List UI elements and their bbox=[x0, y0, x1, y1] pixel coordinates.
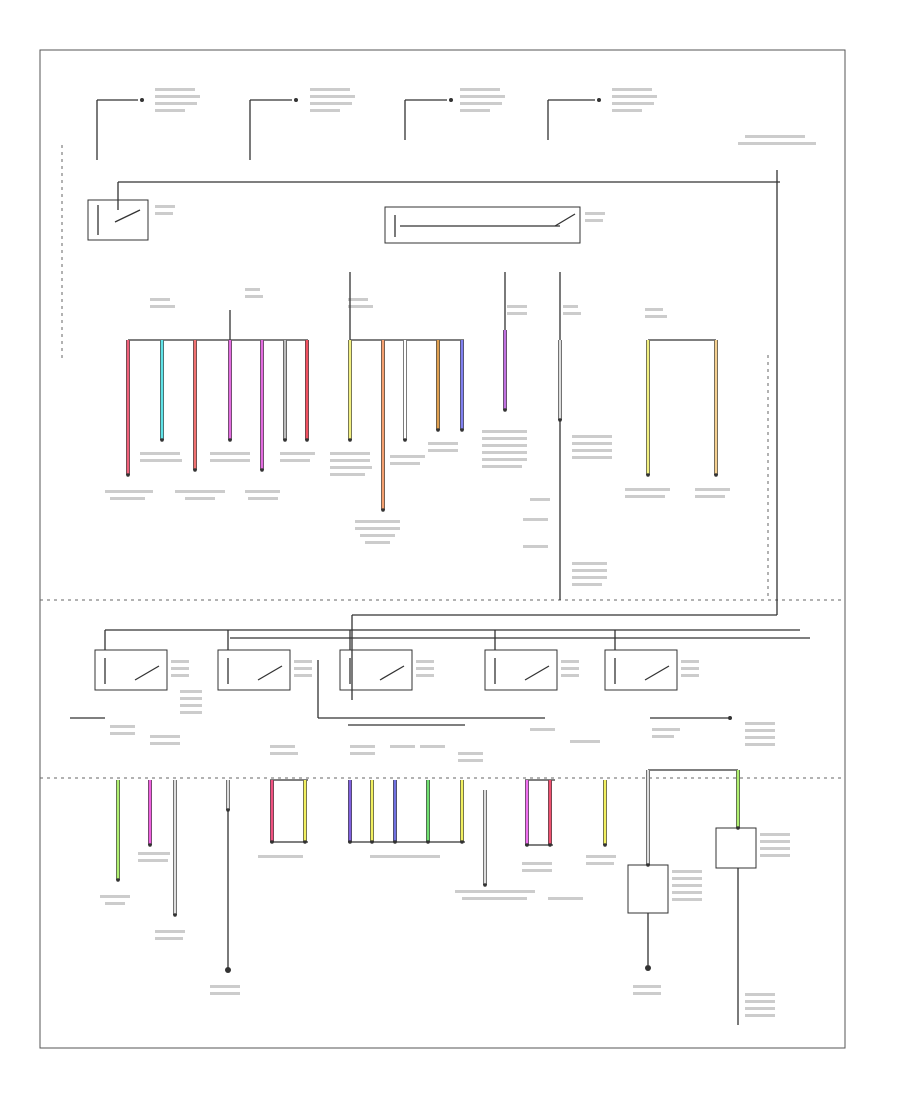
upper-wire-14-terminal bbox=[558, 418, 562, 422]
module-box-right bbox=[715, 827, 757, 869]
diagram-frame bbox=[39, 49, 846, 1049]
relay-label bbox=[681, 674, 699, 677]
upper-wire-7-terminal bbox=[305, 438, 309, 442]
relay-label bbox=[294, 667, 312, 670]
ground-left bbox=[225, 967, 231, 973]
upper-wire-group bbox=[126, 330, 718, 512]
lower-wire-12-terminal bbox=[483, 883, 487, 887]
lower-wire-2-terminal bbox=[148, 843, 152, 847]
relay-outline bbox=[94, 649, 168, 691]
relay-label bbox=[171, 667, 189, 670]
lower-wire-group bbox=[116, 770, 740, 917]
relay-label bbox=[416, 660, 434, 663]
top-switch-1 bbox=[96, 88, 200, 160]
relay-switch-contact bbox=[379, 665, 405, 681]
lower-relay-3 bbox=[339, 630, 434, 691]
upper-wire-4-terminal bbox=[228, 438, 232, 442]
upper-wire-8-terminal bbox=[348, 438, 352, 442]
upper-wire-16-terminal bbox=[714, 473, 718, 477]
lower-relay-group bbox=[94, 630, 699, 691]
ground-center bbox=[645, 965, 651, 971]
lower-relay-5 bbox=[604, 630, 699, 691]
relay-outline bbox=[339, 649, 413, 691]
relay-label bbox=[681, 660, 699, 663]
lower-relay-1 bbox=[94, 630, 189, 691]
relay-label bbox=[561, 674, 579, 677]
lower-relay-4 bbox=[484, 630, 579, 691]
upper-load-labels bbox=[105, 430, 730, 586]
lower-load-labels bbox=[100, 690, 790, 1017]
upper-wire-11-terminal bbox=[436, 428, 440, 432]
relay-middle-upper bbox=[384, 206, 605, 244]
relay-label bbox=[171, 674, 189, 677]
top-switch-3 bbox=[404, 88, 505, 140]
lower-wire-1-terminal bbox=[116, 878, 120, 882]
module-box-left bbox=[627, 864, 669, 914]
upper-wire-12-terminal bbox=[460, 428, 464, 432]
relay-label bbox=[416, 667, 434, 670]
relay-label bbox=[561, 667, 579, 670]
relay-outline bbox=[604, 649, 678, 691]
upper-wire-13-terminal bbox=[503, 408, 507, 412]
upper-wire-2-terminal bbox=[160, 438, 164, 442]
upper-wire-10-terminal bbox=[403, 438, 407, 442]
lower-wire-3-terminal bbox=[173, 913, 177, 917]
relay-switch-contact bbox=[524, 665, 550, 681]
relay-switch-contact bbox=[644, 665, 670, 681]
relay-outline bbox=[217, 649, 291, 691]
relay-label bbox=[294, 660, 312, 663]
relay-label bbox=[171, 660, 189, 663]
lower-relay-2 bbox=[217, 630, 312, 691]
relay-outline bbox=[484, 649, 558, 691]
upper-wire-1-terminal bbox=[126, 473, 130, 477]
relay-left-upper bbox=[87, 199, 175, 241]
lower-switch-contact bbox=[728, 716, 732, 720]
relay-label bbox=[294, 674, 312, 677]
upper-wire-9-terminal bbox=[381, 508, 385, 512]
upper-fuse-labels bbox=[150, 288, 667, 318]
relay-label bbox=[681, 667, 699, 670]
relay-label bbox=[416, 674, 434, 677]
upper-wire-3-terminal bbox=[193, 468, 197, 472]
upper-wire-5-terminal bbox=[260, 468, 264, 472]
relay-switch-contact bbox=[257, 665, 283, 681]
relay-label bbox=[561, 660, 579, 663]
upper-wire-6-terminal bbox=[283, 438, 287, 442]
top-right-label bbox=[738, 135, 816, 145]
upper-wire-15-terminal bbox=[646, 473, 650, 477]
top-switch-4 bbox=[547, 88, 657, 140]
relay-switch-contact bbox=[134, 665, 160, 681]
lower-wire-15-terminal bbox=[603, 843, 607, 847]
top-switch-2 bbox=[249, 88, 355, 160]
